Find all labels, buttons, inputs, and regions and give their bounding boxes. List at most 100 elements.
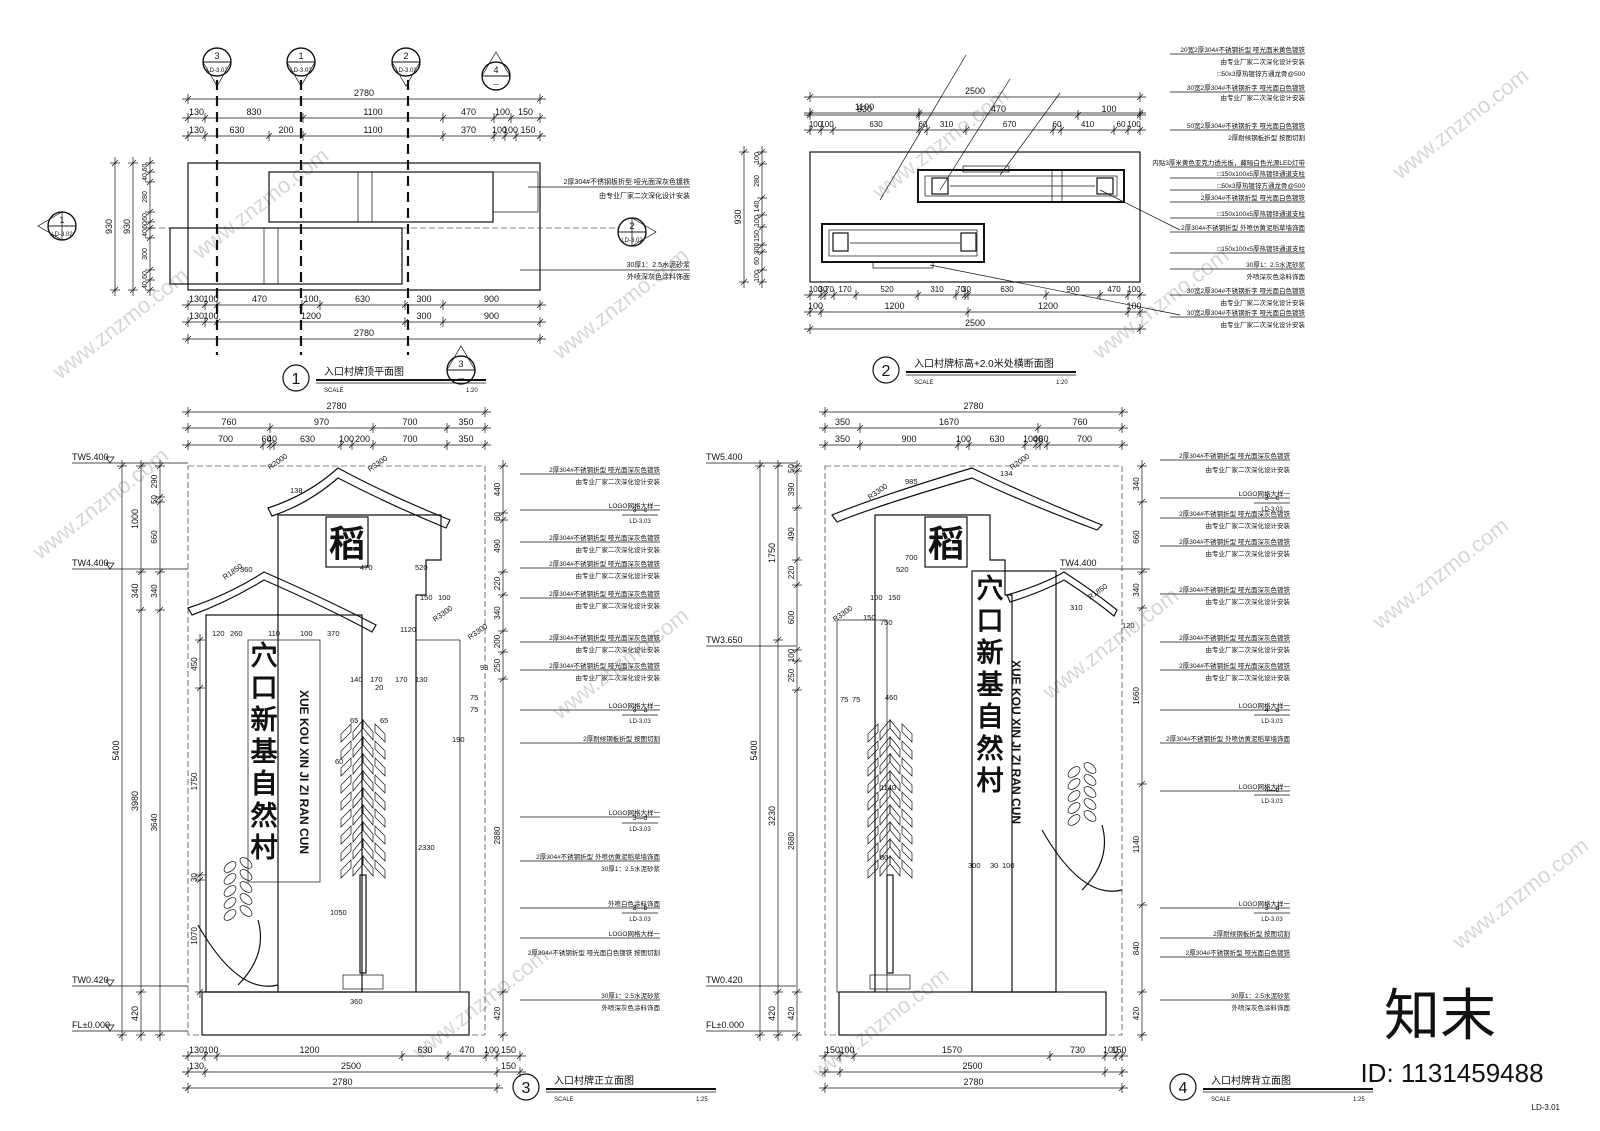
dimension-label: 100 (1127, 120, 1141, 129)
dimension-tick (1124, 126, 1132, 134)
stalk-base (869, 974, 911, 990)
dimension-tick (536, 95, 544, 103)
watermark-text: www.znzmo.com (1037, 583, 1183, 705)
detail-label: 360 (240, 565, 253, 574)
dimension-tick (490, 132, 498, 140)
dimension-tick (369, 424, 377, 432)
brand-logo-text: 知末 (1384, 984, 1496, 1047)
dimension-tick (137, 606, 145, 614)
stalk-grain (340, 842, 352, 862)
detail-label: 60 (335, 757, 343, 766)
annotation-text: 2厚304#不锈钢板折型 哑光面深灰色镀铁 (564, 177, 690, 186)
detail-ref-sheet: LD-3.03 (1261, 917, 1283, 923)
dimension-tick (111, 159, 119, 167)
sign-character: 然 (251, 800, 278, 831)
dimension-tick (490, 114, 498, 122)
dimension-label: 130 (189, 125, 204, 135)
dimension-tick (156, 568, 164, 576)
dimension-label: 220 (787, 565, 796, 579)
stalk-grain (362, 736, 374, 758)
dimension-label: 100 (203, 294, 218, 304)
front-dim-bottom-overall: 2780 (182, 1077, 503, 1093)
stalk-grain (867, 808, 879, 828)
dimension-label: 60 (754, 257, 761, 265)
dimension-tick (806, 93, 814, 101)
dimension-tick (137, 1031, 145, 1039)
dimension-label: 130 (189, 107, 204, 117)
detail-label: 1120 (400, 625, 416, 634)
annotation-text: 外喷白色涂料饰面 (608, 899, 661, 908)
dimension-label: 970 (314, 417, 329, 427)
watermark-id: ID: 1131459488 (1360, 1058, 1543, 1088)
plan-roof-end (492, 171, 539, 213)
wheat-grain (239, 869, 253, 881)
dimension-tick (793, 467, 801, 475)
wheat-grain (1083, 762, 1097, 774)
annotation-leader (879, 54, 967, 201)
dimension-label: 130 (189, 1061, 204, 1071)
detail-label: 460 (885, 693, 898, 702)
annotation-text: 外喷深灰色涂料饰面 (1247, 272, 1306, 281)
wheat-leaf (1081, 824, 1106, 891)
annotation-text: 由专业厂家二次深化设计安装 (1206, 549, 1291, 558)
dimension-tick (821, 291, 829, 299)
dimension-tick (196, 876, 204, 884)
dimension-label: 630 (1000, 285, 1014, 294)
dimension-tick (184, 1068, 192, 1076)
annotation-text: 由专业厂家二次深化设计安装 (1221, 298, 1306, 307)
dimension-label: 60 (142, 213, 149, 221)
annotation-text: 由专业厂家二次深化设计安装 (1206, 673, 1291, 682)
dimension-label: 730 (1070, 1045, 1085, 1055)
dimension-label: 700 (402, 434, 417, 444)
annotation-text: □150x100x5厚热镀锌通道支柱 (1217, 209, 1305, 218)
annotation-text: 由专业厂家二次深化设计安装 (1206, 645, 1291, 654)
dimension-label: 470 (991, 104, 1006, 114)
dimension-tick (401, 301, 409, 309)
wheat-logo (197, 857, 279, 987)
annotation-text: 由专业厂家二次深化设计安装 (1221, 57, 1306, 66)
watermark-text: www.znzmo.com (1447, 833, 1593, 955)
sign-character: 穴 (251, 641, 278, 671)
dimension-tick (774, 988, 782, 996)
dimension-tick (756, 462, 764, 470)
dimension-tick (923, 126, 931, 134)
dimension-label: 30 (190, 873, 199, 882)
back-dim-bottom2: 2500 (819, 1061, 1128, 1077)
dimension-tick (1138, 988, 1146, 996)
section-post (931, 177, 949, 195)
dimension-label: 390 (787, 482, 796, 496)
annotation-text: 内贴3厚米黄色亚克力透光板，藏暗白色光源LED灯带 (1152, 158, 1305, 167)
dimension-tick (1043, 441, 1051, 449)
name-panel-frame (971, 570, 1057, 993)
view-number: 2 (882, 363, 891, 380)
annotation-text: 30厚1：2.5水泥砂浆 (627, 260, 690, 269)
dimension-tick (129, 159, 137, 167)
plan-roof-divider (263, 227, 279, 285)
dimension-label: 420 (130, 1006, 140, 1021)
dimension-tick (146, 276, 154, 284)
wheat-grain (1083, 786, 1097, 798)
watermark-text: www.znzmo.com (807, 963, 953, 1085)
dimension-label: 3980 (130, 791, 140, 811)
dimension-tick (1074, 111, 1082, 119)
annotation-text: 2厚304#不锈钢折型 哑光面深灰色镀铁 (1179, 633, 1290, 642)
dimension-label: 2780 (332, 1077, 352, 1087)
view-number-circle (872, 356, 900, 384)
detail-label: 100 (1002, 861, 1015, 870)
dimension-label: 100 (839, 1045, 854, 1055)
dimension-label: 250 (493, 658, 502, 672)
dimension-tick (443, 424, 451, 432)
scale-value: 1:25 (696, 1097, 708, 1103)
dimension-tick (266, 424, 274, 432)
dimension-tick (146, 224, 154, 232)
dimension-label: 2500 (965, 318, 985, 328)
detail-label: R1850 (1086, 582, 1109, 602)
annotation-text: LOGO网格大样一 (609, 501, 661, 510)
stalk-grain (374, 808, 386, 828)
dimension-label: 630 (300, 434, 315, 444)
dimension-label: 470 (252, 294, 267, 304)
detail-label: 30 (990, 861, 998, 870)
